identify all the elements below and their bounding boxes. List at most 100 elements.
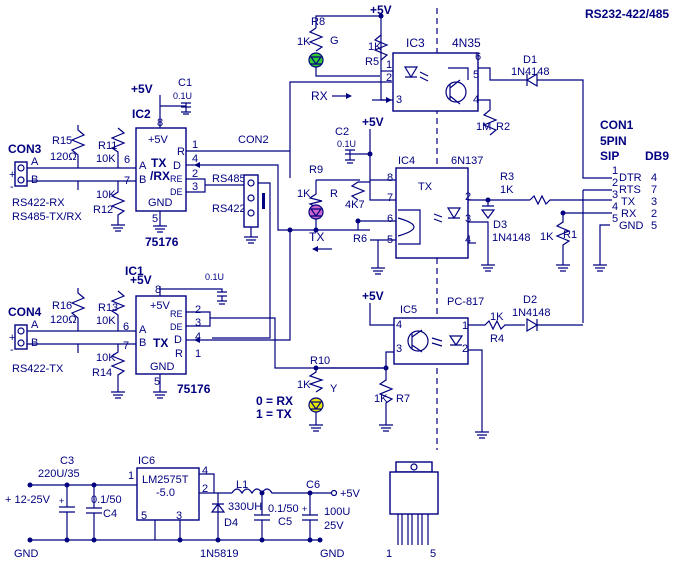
con3-connector xyxy=(14,161,28,187)
db9-p3: 3 xyxy=(651,196,657,208)
to220-pin1: 1 xyxy=(386,548,392,560)
to220-package-icon xyxy=(389,461,439,545)
r13-ref: R13 xyxy=(98,302,118,314)
led-yellow-icon xyxy=(308,397,324,413)
con2-label: CON2 xyxy=(238,134,269,146)
con4-b: B xyxy=(31,337,38,349)
v5-label-top: +5V xyxy=(370,3,392,17)
ic4-p2: 2 xyxy=(465,191,471,203)
d1-value: 1N4148 xyxy=(511,66,550,78)
db9-p5: 5 xyxy=(651,220,657,232)
v5-label-ic1: +5V xyxy=(130,273,152,287)
r11-ref: R11 xyxy=(98,140,117,152)
jumper-rs422-label: RS422 xyxy=(212,203,246,215)
ic1-pin-r: R xyxy=(175,348,183,360)
tx-label-mid: TX xyxy=(309,230,324,244)
ic3-pin1: 1 xyxy=(386,59,392,71)
ic1-pin-b: B xyxy=(139,337,146,349)
led-green-icon xyxy=(308,52,324,68)
c6-voltage: 25V xyxy=(324,520,344,532)
con1-ref: CON1 xyxy=(600,118,634,132)
r6-value: 4K7 xyxy=(345,199,365,211)
c2-ref: C2 xyxy=(335,126,349,138)
ic6-p2: 2 xyxy=(202,483,208,495)
c5-value: 0.1/50 xyxy=(268,503,299,515)
l1-ref: L1 xyxy=(236,479,248,491)
con1-p1: 1 xyxy=(612,165,618,177)
ic1-tx-label: TX xyxy=(153,336,168,350)
c6-ref: C6 xyxy=(306,479,320,491)
con4-a: A xyxy=(31,319,39,331)
r6-ref: R6 xyxy=(353,233,367,245)
l1-value: 330UH xyxy=(228,501,262,513)
con4-connector xyxy=(14,324,28,350)
ic2-gnd-label: GND xyxy=(148,197,173,209)
ic3-ref-label: IC3 xyxy=(406,36,425,50)
ic4-p4: 4 xyxy=(465,234,471,246)
db9-p2: 2 xyxy=(651,208,657,220)
r8-value: 1K xyxy=(297,36,311,48)
r12-ref: R12 xyxy=(93,204,113,216)
r8-ref: R8 xyxy=(311,16,325,28)
v5-label-ic2: +5V xyxy=(131,82,153,96)
c-ic1-value: 0.1U xyxy=(205,272,224,282)
v5-label-ic5: +5V xyxy=(362,289,384,303)
c3-value: 220U/35 xyxy=(38,468,80,480)
r11-value: 10K xyxy=(96,153,116,165)
r16-value: 120Ω xyxy=(50,314,77,326)
con1-label2: SIP xyxy=(600,149,619,163)
db9-p4: 4 xyxy=(651,172,657,184)
ic1-part: 75176 xyxy=(177,382,211,396)
ic4-p6: 6 xyxy=(387,213,393,225)
r4-value: 1K xyxy=(490,311,504,323)
c6-plus: + xyxy=(302,504,307,514)
ic5-ref: IC5 xyxy=(400,304,417,316)
db9-label: DB9 xyxy=(645,149,669,163)
v5-label-ic4: +5V xyxy=(362,115,384,129)
ic2-pin-a: A xyxy=(139,160,147,172)
to220-pin5: 5 xyxy=(430,548,436,560)
ic4-optocoupler: TX xyxy=(395,167,469,259)
ic6-p1: 1 xyxy=(128,470,134,482)
ic1-p8: 8 xyxy=(155,284,161,296)
con1-sig-tx: TX xyxy=(621,196,636,208)
ic2-rx-label: /RX xyxy=(150,169,170,183)
con3-minus: - xyxy=(10,181,14,193)
con3-ref: CON3 xyxy=(8,142,42,156)
con1-sig-rx: RX xyxy=(621,208,637,220)
ic4-p7: 7 xyxy=(387,192,393,204)
ic1-ref: IC1 xyxy=(125,264,144,278)
r1-ref: R1 xyxy=(563,229,577,241)
ic2-part: 75176 xyxy=(145,235,179,249)
rs485-rs422-jumper[interactable] xyxy=(243,174,265,228)
r9-ref: R9 xyxy=(309,164,323,176)
r5-value: 1K xyxy=(368,41,382,53)
input-voltage-label: + 12-25V xyxy=(5,494,51,506)
ic1-p6: 6 xyxy=(123,321,129,333)
ic1-transceiver: +5V TX GND RE DE D R A B xyxy=(135,295,187,375)
ic2-p4: 4 xyxy=(192,153,198,165)
r4-ref: R4 xyxy=(490,333,504,345)
ic1-pin-de: DE xyxy=(170,322,183,332)
ic3-pin3: 3 xyxy=(396,94,402,106)
c1-value: 0.1U xyxy=(173,91,192,101)
c3-ref: C3 xyxy=(60,455,74,467)
c3-plus: + xyxy=(59,496,64,506)
r5-ref: R5 xyxy=(365,56,379,68)
ic5-p2: 2 xyxy=(462,343,468,355)
ic5-p1: 1 xyxy=(462,320,468,332)
gnd-label-right: GND xyxy=(320,548,345,560)
r3-ref: R3 xyxy=(500,171,514,183)
ic4-p3: 3 xyxy=(465,213,471,225)
d1-ref: D1 xyxy=(523,54,537,66)
ic3-pin4: 4 xyxy=(473,94,479,106)
ic3-pin2: 2 xyxy=(386,72,392,84)
led-red-icon xyxy=(308,204,324,220)
ic1-p5: 5 xyxy=(154,376,160,388)
c4-ref: C4 xyxy=(103,508,117,520)
ic6-p4: 4 xyxy=(202,465,208,477)
r14-value: 10K xyxy=(96,352,116,364)
db9-p7: 7 xyxy=(651,184,657,196)
con1-p3: 3 xyxy=(612,189,618,201)
mode-rx-label: 0 = RX xyxy=(256,394,293,408)
